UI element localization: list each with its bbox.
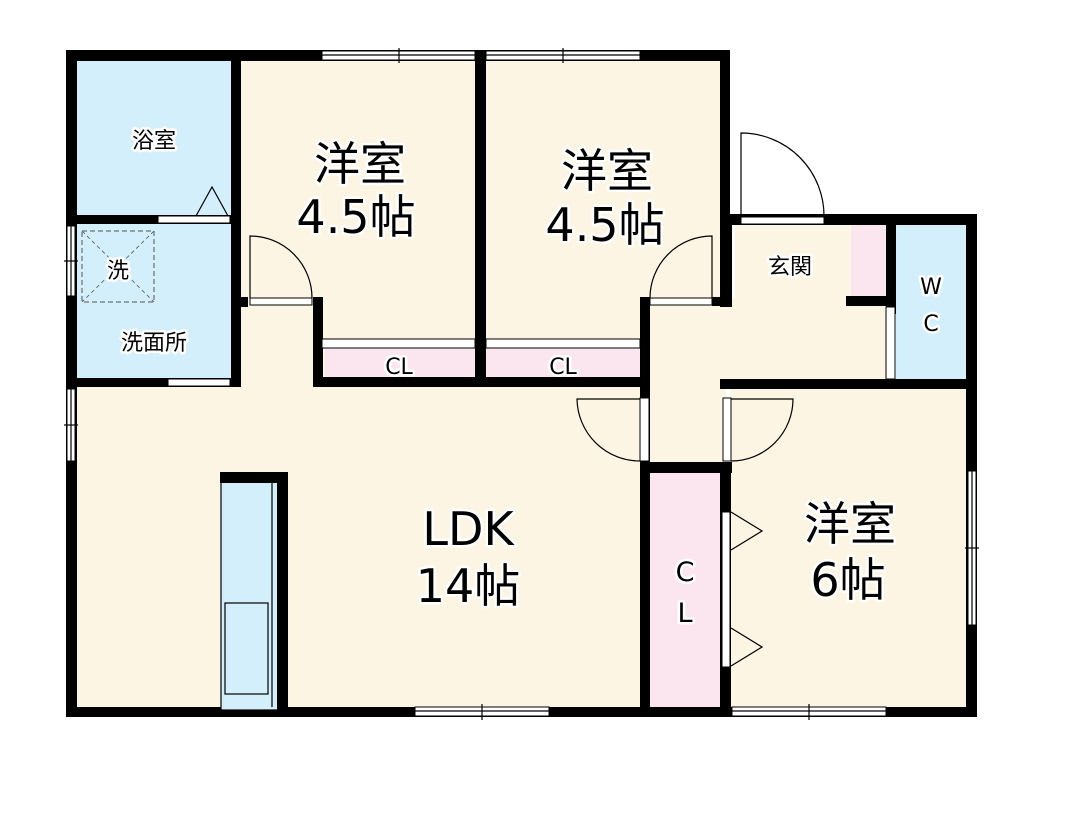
openings bbox=[157, 215, 896, 668]
toilet-label-line1: W bbox=[920, 275, 942, 300]
closet2-door-opening bbox=[485, 338, 641, 349]
washroom-lower-opening bbox=[167, 378, 231, 387]
ldk-door-swing-icon bbox=[576, 398, 641, 462]
entrance-shoe-closet bbox=[851, 224, 887, 298]
window-ldk-left bbox=[64, 388, 78, 462]
closet3-door-opening bbox=[721, 511, 731, 668]
western-room-3-floor bbox=[730, 389, 967, 710]
bath-door-icon bbox=[195, 185, 229, 217]
closet-3-floor bbox=[650, 473, 720, 710]
ldk-size: 14帖 bbox=[416, 559, 521, 613]
fixtures bbox=[81, 230, 288, 717]
window-room3-right bbox=[965, 470, 979, 626]
ldk-floor bbox=[76, 386, 644, 710]
bathroom-floor bbox=[76, 60, 233, 220]
bath-door-opening bbox=[157, 215, 231, 224]
corridor-floor bbox=[650, 298, 888, 383]
room-labels: 浴室 洗 洗面所 洋室 4.5帖 洋室 4.5帖 CL CL 玄関 W C LD… bbox=[104, 127, 944, 632]
washing-machine-space bbox=[81, 230, 155, 303]
closet-1-label: CL bbox=[385, 355, 413, 380]
kitchen-counter bbox=[220, 472, 288, 717]
room3-door-opening bbox=[722, 397, 732, 462]
toilet-floor bbox=[896, 224, 966, 379]
wc-door-opening bbox=[885, 306, 896, 380]
window-room2 bbox=[485, 48, 641, 63]
western-room-3-name: 洋室 bbox=[804, 497, 896, 551]
window-room1 bbox=[321, 48, 476, 63]
western-room-1-name: 洋室 bbox=[314, 137, 406, 191]
hall-lower-floor bbox=[650, 383, 726, 467]
closet-1-floor bbox=[322, 348, 478, 378]
front-door-opening bbox=[740, 216, 825, 225]
window-room3-bottom bbox=[731, 704, 887, 720]
western-room-1-size: 4.5帖 bbox=[296, 190, 415, 244]
toilet-label-line2: C bbox=[923, 312, 938, 337]
washroom-label: 洗面所 bbox=[121, 331, 187, 356]
window-ldk-bottom bbox=[414, 704, 550, 720]
closet-2-floor bbox=[486, 348, 642, 378]
ldk-door-opening bbox=[639, 397, 650, 462]
western-room-2-size: 4.5帖 bbox=[545, 198, 664, 252]
front-door-swing-icon bbox=[740, 132, 825, 218]
entrance-floor bbox=[735, 224, 851, 298]
washroom-floor bbox=[76, 222, 233, 380]
closet3-door-icon-upper bbox=[730, 511, 764, 551]
western-room-2-floor bbox=[486, 60, 722, 300]
western-room-2-closet-area bbox=[486, 295, 644, 345]
room2-door-swing-icon bbox=[649, 235, 713, 299]
room3-door-swing-icon bbox=[730, 398, 794, 462]
western-room-1-closet-area bbox=[320, 295, 478, 345]
closet-3-label-line1: C bbox=[676, 557, 695, 588]
hallway-floor bbox=[240, 300, 325, 390]
western-room-2-name: 洋室 bbox=[561, 144, 653, 198]
washer-mark-label: 洗 bbox=[107, 259, 129, 284]
closet-3-label-line2: L bbox=[677, 598, 692, 629]
western-room-3-size: 6帖 bbox=[810, 553, 885, 607]
ldk-name: LDK bbox=[422, 502, 515, 556]
closet3-door-icon-lower bbox=[730, 627, 764, 667]
room1-door-swing-icon bbox=[249, 235, 313, 299]
window-washroom bbox=[64, 225, 78, 297]
room-fills bbox=[76, 60, 967, 710]
entrance-label: 玄関 bbox=[768, 255, 812, 280]
room1-door-opening bbox=[249, 297, 313, 306]
bathroom-label: 浴室 bbox=[132, 129, 176, 154]
western-room-1-floor bbox=[240, 60, 478, 300]
closet-2-label: CL bbox=[549, 355, 577, 380]
room2-door-opening bbox=[649, 297, 713, 306]
door-swings bbox=[195, 132, 825, 667]
closet1-door-opening bbox=[321, 338, 476, 349]
sink-icon bbox=[224, 602, 269, 695]
windows bbox=[64, 48, 979, 720]
